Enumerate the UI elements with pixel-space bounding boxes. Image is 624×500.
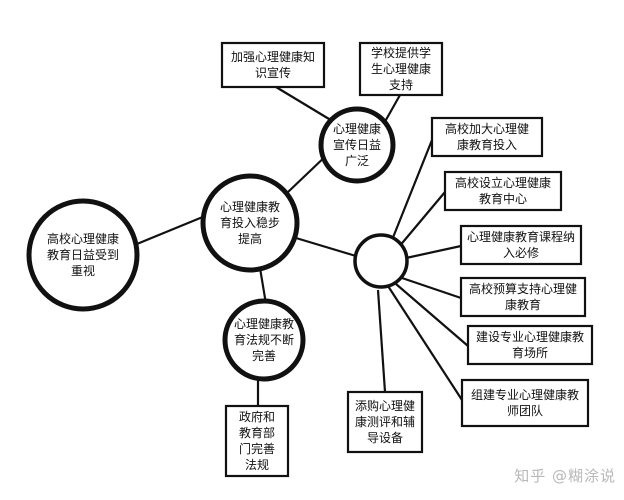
edge-hub-increase — [390, 139, 434, 241]
edge-hub-equipment — [376, 289, 387, 393]
node-shapes — [26, 41, 594, 478]
publicity-node — [318, 106, 396, 184]
leaf-team-box — [460, 378, 590, 428]
edge-investment-regulation — [258, 267, 268, 305]
edge-publicity-strengthen — [275, 86, 335, 123]
leaf-center-box — [443, 170, 563, 212]
root-node — [26, 198, 140, 312]
leaf-curriculum-box — [459, 224, 583, 266]
edge-hub-center — [397, 191, 446, 249]
edge-hub-budget — [401, 276, 462, 300]
watermark-text: 知乎 @糊涂说 — [514, 466, 616, 485]
leaf-increase-investment-box — [430, 116, 544, 158]
investment-node — [200, 173, 300, 273]
leaf-gov-regulation-box — [224, 404, 290, 478]
hub-node — [353, 233, 409, 289]
edge-hub-team — [387, 285, 463, 401]
edge-root-investment — [131, 212, 211, 248]
leaf-equipment-box — [346, 390, 424, 454]
leaf-strengthen-publicity-box — [220, 41, 326, 89]
edge-investment-hub — [295, 236, 357, 258]
leaf-budget-box — [459, 276, 587, 318]
regulation-node — [222, 298, 306, 382]
edge-hub-curriculum — [405, 244, 462, 260]
edge-hub-venue — [395, 283, 469, 347]
leaf-venue-box — [466, 324, 594, 366]
leaf-school-provide-box — [358, 41, 444, 97]
